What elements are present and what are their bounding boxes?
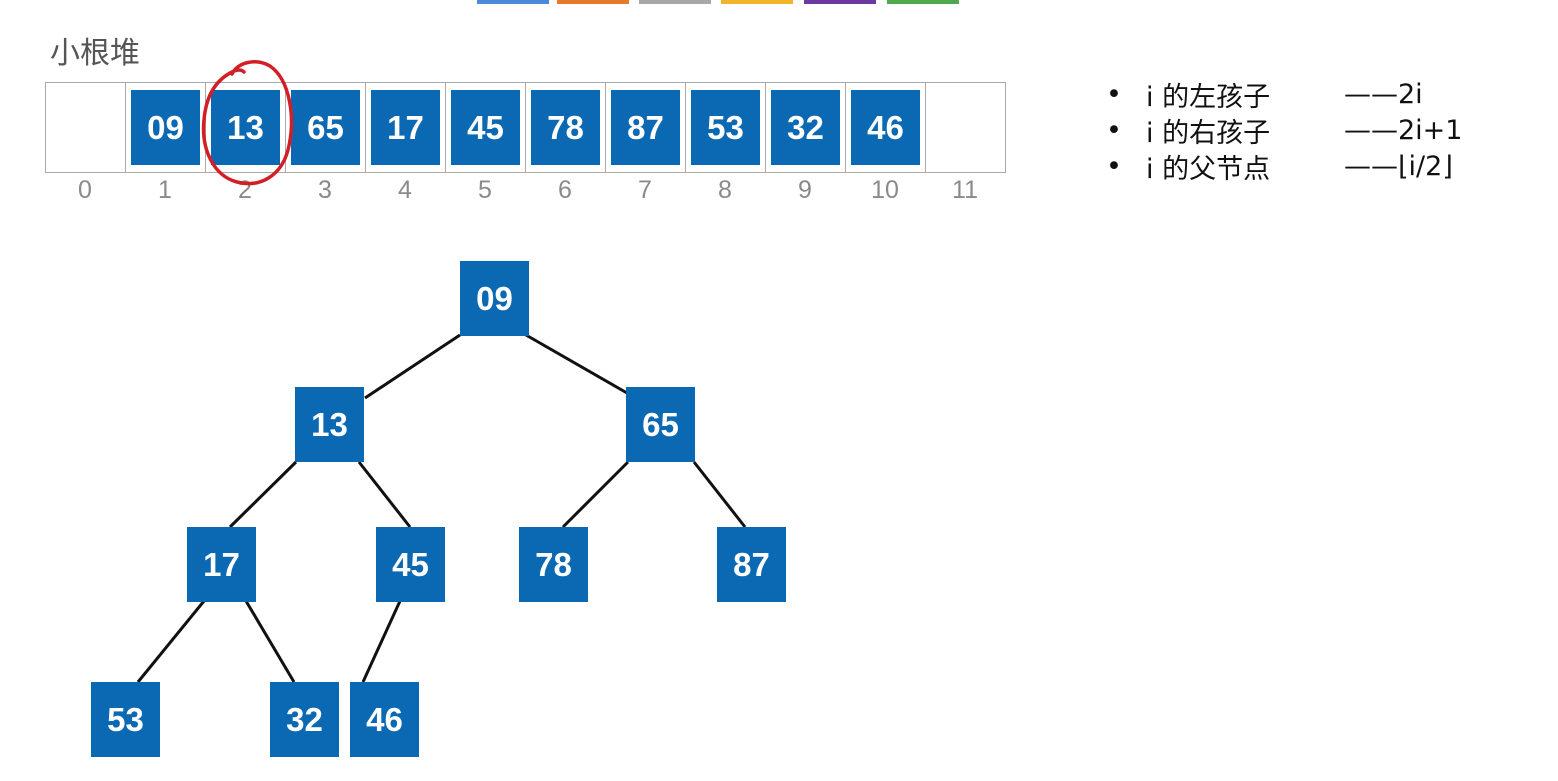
formula-expr: ——2i <box>1344 78 1423 110</box>
bullet-icon: • <box>1106 114 1122 146</box>
color-tab-yellow[interactable] <box>721 0 793 4</box>
array-index: 8 <box>718 176 732 204</box>
node-label: 45 <box>392 546 429 583</box>
array-value: 45 <box>451 90 520 165</box>
array-cell-4: 17 <box>366 83 446 173</box>
tree-edge <box>361 600 402 683</box>
tree-edge <box>364 333 461 400</box>
slide-title: 小根堆 <box>50 36 140 71</box>
array-index: 6 <box>558 176 572 204</box>
tree-edge <box>244 600 296 683</box>
tree-node: 87 <box>717 527 786 602</box>
tree-node: 45 <box>376 527 445 602</box>
array-cell-6: 78 <box>526 83 606 173</box>
tree-edge <box>525 333 628 395</box>
tree-edge <box>228 460 298 529</box>
array-index: 1 <box>158 176 172 204</box>
array-cell-3: 65 <box>286 83 366 173</box>
tree-edge <box>692 461 747 528</box>
color-tab-purple[interactable] <box>804 0 876 4</box>
array-cell-9: 32 <box>766 83 846 173</box>
tree-node: 65 <box>626 387 695 462</box>
array-cell-10: 46 <box>846 83 926 173</box>
array-value: 78 <box>531 90 600 165</box>
array-cell-2: 13 <box>206 83 286 173</box>
node-label: 09 <box>476 280 513 317</box>
formula-expr: ——2i+1 <box>1344 114 1463 146</box>
color-tab-green[interactable] <box>887 0 959 4</box>
formula-term: i 的父节点 <box>1146 153 1271 185</box>
color-tab-blue[interactable] <box>477 0 549 4</box>
array-cell-7: 87 <box>606 83 686 173</box>
array-index: 3 <box>318 176 332 204</box>
array-index: 9 <box>798 176 812 204</box>
node-label: 46 <box>366 701 403 738</box>
array-cell-11 <box>926 83 1006 173</box>
array-cell-8: 53 <box>686 83 766 173</box>
array-value: 46 <box>851 90 920 165</box>
formula-left-child: • i 的左孩子 ——2i <box>1106 76 1462 113</box>
tree-node: 32 <box>270 682 339 757</box>
bullet-icon: • <box>1106 150 1122 182</box>
array-index: 0 <box>78 176 92 204</box>
node-label: 65 <box>642 406 679 443</box>
array-value: 09 <box>131 90 200 165</box>
tree-node: 13 <box>295 387 364 462</box>
color-tab-orange[interactable] <box>557 0 629 4</box>
array-index: 5 <box>478 176 492 204</box>
array-cell-1: 09 <box>126 83 206 173</box>
index-formulas: • i 的左孩子 ——2i • i 的右孩子 ——2i+1 • i 的父节点 —… <box>1106 76 1463 185</box>
node-label: 53 <box>107 701 144 738</box>
tree-node: 53 <box>91 682 160 757</box>
array-value: 53 <box>691 90 760 165</box>
tree-node: 17 <box>187 527 256 602</box>
array-value: 13 <box>211 90 280 165</box>
formula-term: i 的右孩子 <box>1146 117 1271 149</box>
array-value: 32 <box>771 90 840 165</box>
array-index: 7 <box>638 176 652 204</box>
array-index: 11 <box>952 176 978 204</box>
tree-edge <box>357 461 412 528</box>
tree-node: 46 <box>350 682 419 757</box>
array-indices: 0 1 2 3 4 5 6 7 8 9 10 11 <box>45 176 1005 205</box>
formula-term: i 的左孩子 <box>1146 81 1271 113</box>
bullet-icon: • <box>1106 78 1122 110</box>
array-index: 4 <box>398 176 412 204</box>
tree-edge <box>561 460 630 529</box>
tree-node: 09 <box>460 261 529 336</box>
array-value: 87 <box>611 90 680 165</box>
color-tab-gray[interactable] <box>639 0 711 4</box>
array-cell-5: 45 <box>446 83 526 173</box>
node-label: 87 <box>733 546 770 583</box>
array-index: 10 <box>871 176 899 204</box>
formula-parent: • i 的父节点 ——⌊i/2⌋ <box>1106 148 1462 185</box>
tree-node: 78 <box>519 527 588 602</box>
formula-expr: ——⌊i/2⌋ <box>1344 150 1453 182</box>
node-label: 13 <box>311 406 348 443</box>
annotation-circle <box>201 60 294 186</box>
node-label: 78 <box>535 546 572 583</box>
array-value: 65 <box>291 90 360 165</box>
array-value: 17 <box>371 90 440 165</box>
array-cell-0 <box>46 83 126 173</box>
heap-array: 09 13 65 17 45 78 87 53 32 46 <box>45 82 1006 173</box>
node-label: 17 <box>203 546 240 583</box>
node-label: 32 <box>286 701 323 738</box>
formula-right-child: • i 的右孩子 ——2i+1 <box>1106 112 1463 149</box>
tree-edge <box>136 600 206 683</box>
